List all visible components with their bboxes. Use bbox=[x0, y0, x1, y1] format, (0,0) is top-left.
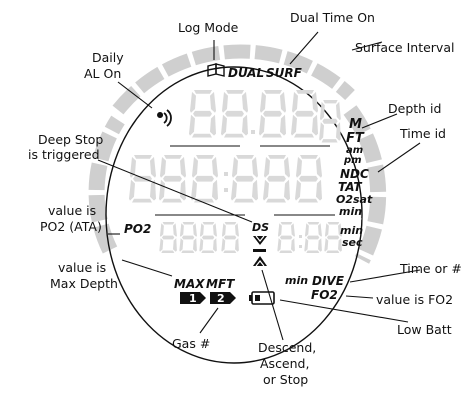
callout-time-id: Time id bbox=[399, 126, 446, 141]
left-gauge-label: TLBG bbox=[120, 203, 131, 223]
callout-low-batt: Low Batt bbox=[397, 322, 452, 337]
callout-deep-stop-1: Deep Stop bbox=[38, 132, 103, 147]
callout-surface-interval: Surface Interval bbox=[355, 40, 454, 55]
callout-max-depth-1: value is bbox=[58, 260, 106, 275]
fo2-indicator: FO2 bbox=[311, 288, 338, 302]
battery-icon bbox=[249, 291, 275, 305]
lower-left-digits bbox=[159, 222, 239, 253]
ds-indicator: DS bbox=[252, 221, 269, 234]
pm-indicator: pm bbox=[343, 155, 362, 166]
gas-2-icon: 2 bbox=[210, 292, 236, 305]
callout-daily-al-on-2: AL On bbox=[84, 66, 121, 81]
am-indicator: am bbox=[346, 145, 363, 156]
callout-gas-number: Gas # bbox=[172, 336, 210, 351]
right-gauge-label: VARI bbox=[352, 204, 363, 221]
max-indicator: MAX bbox=[174, 277, 205, 291]
gas-1-icon: 1 bbox=[180, 292, 206, 305]
callout-max-depth-2: Max Depth bbox=[50, 276, 118, 291]
meters-unit: M bbox=[349, 117, 362, 132]
surf-indicator: SURF bbox=[266, 66, 303, 80]
outer-gauge-ring bbox=[88, 44, 387, 364]
callout-labels: Log Mode Dual Time On Surface Interval D… bbox=[28, 10, 462, 387]
sec-indicator: sec bbox=[342, 236, 363, 249]
speaker-icon bbox=[157, 109, 172, 127]
callout-descend: Descend, bbox=[258, 340, 316, 355]
feet-unit: FT bbox=[346, 131, 365, 146]
dual-indicator: DUAL bbox=[228, 66, 264, 80]
dive-indicator: DIVE bbox=[312, 274, 345, 288]
callout-po2-1: value is bbox=[48, 203, 96, 218]
mft-indicator: MFT bbox=[206, 277, 235, 291]
o2sat-indicator: O2sat bbox=[336, 193, 373, 206]
svg-text:2: 2 bbox=[217, 292, 225, 305]
book-icon bbox=[207, 63, 225, 77]
leader-lines bbox=[97, 31, 421, 341]
callout-depth-id: Depth id bbox=[388, 101, 441, 116]
callout-dual-time-on: Dual Time On bbox=[290, 10, 375, 25]
time-digits bbox=[129, 155, 322, 203]
svg-text:1: 1 bbox=[189, 292, 197, 305]
callout-ascend: Ascend, bbox=[260, 356, 309, 371]
depth-digits bbox=[189, 90, 341, 143]
callout-po2-2: PO2 (ATA) bbox=[40, 219, 102, 234]
tat-indicator: TAT bbox=[338, 180, 362, 194]
min-lower-indicator: min bbox=[340, 224, 363, 237]
lower-right-digits bbox=[277, 222, 342, 253]
ndc-indicator: NDC bbox=[340, 167, 369, 181]
callout-deep-stop-2: is triggered bbox=[28, 147, 100, 162]
po2-indicator: PO2 bbox=[124, 222, 151, 236]
callout-log-mode: Log Mode bbox=[178, 20, 239, 35]
callout-daily-al-on-1: Daily bbox=[92, 50, 124, 65]
callout-fo2: value is FO2 bbox=[376, 292, 453, 307]
callout-or-stop: or Stop bbox=[263, 372, 308, 387]
stop-bar-icon bbox=[253, 249, 266, 252]
min-bottom-indicator: min bbox=[285, 274, 308, 287]
min-right-indicator: min bbox=[339, 205, 362, 218]
callout-time-or-number: Time or # bbox=[399, 261, 462, 276]
